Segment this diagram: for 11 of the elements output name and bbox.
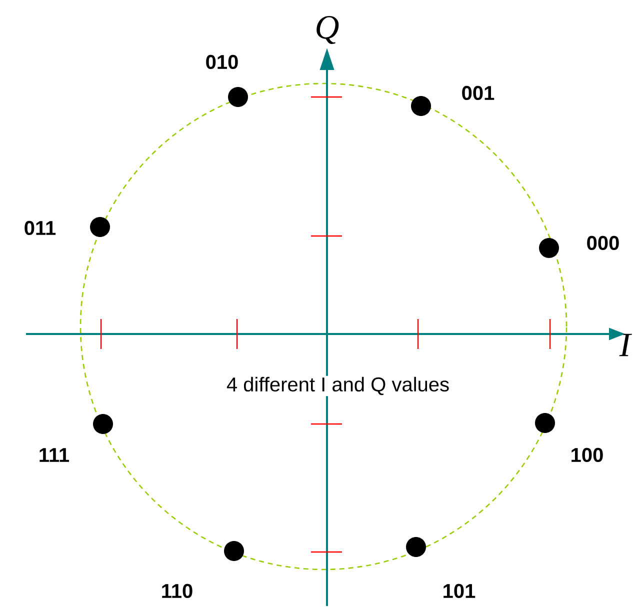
bit-label: 101 [444,584,476,598]
note: 4 different I and Q values [225,376,451,396]
bit-label: 011 [24,220,56,236]
bit-label: 100 [572,448,603,462]
bit-label: 010 [206,54,238,70]
bit-label: 111 [40,448,70,462]
axis-label: Q [316,16,339,44]
bit-label: 001 [462,86,494,100]
bit-label: 000 [587,236,619,250]
bit-label: 110 [162,584,192,598]
axis-label: I [619,334,632,356]
